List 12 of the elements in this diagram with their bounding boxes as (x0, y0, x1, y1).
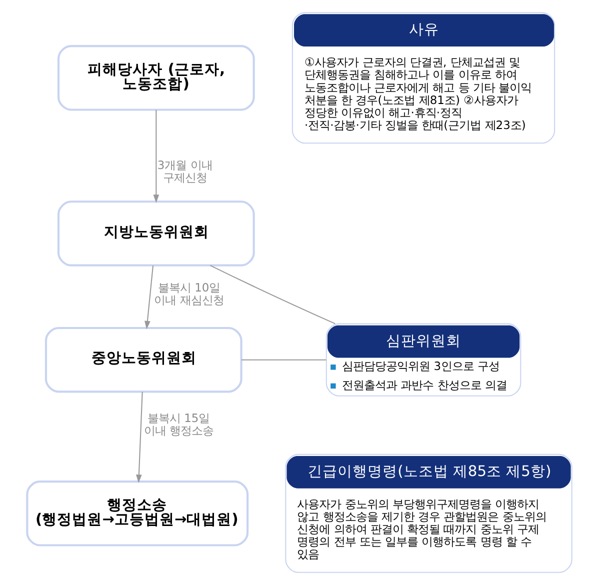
arrow (144, 266, 154, 330)
edge-label: 3개월 이내 구제신청 (157, 158, 212, 185)
connector (241, 359, 326, 360)
connector (210, 264, 336, 324)
node-box: 중앙노동위원회 (44, 326, 242, 393)
arrow (136, 392, 143, 483)
arrow (153, 110, 160, 204)
edge-label: 불복시 10일 이내 재심신청 (154, 280, 224, 307)
edge-label: 불복시 15일 이내 행정소송 (144, 410, 214, 438)
node-box: 피해당사자 (근로자, 노동조합) (57, 44, 255, 111)
node-box: 행정소송 (행정법원→고등법원→대법원) (26, 480, 249, 546)
node-box: 지방노동위원회 (57, 200, 255, 266)
